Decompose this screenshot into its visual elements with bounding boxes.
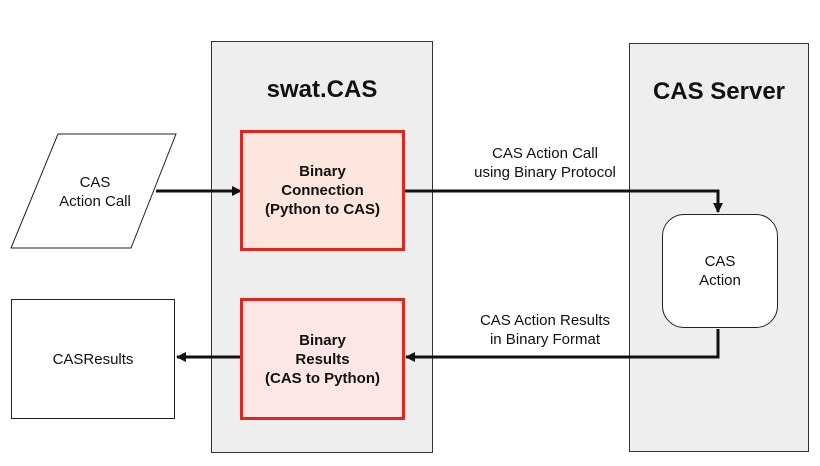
cas-server-title: CAS Server <box>652 78 786 105</box>
swat-cas-title: swat.CAS <box>266 76 378 103</box>
connection-to-action-arrow <box>404 189 723 213</box>
call-edge-label: CAS Action Call using Binary Protocol <box>474 145 616 181</box>
action-to-results-arrow <box>405 329 720 362</box>
binary-connection-box: Binary Connection (Python to CAS) <box>240 130 405 251</box>
action-call-input-label: CAS Action Call <box>59 174 131 210</box>
results-edge-label: CAS Action Results in Binary Format <box>479 312 611 348</box>
casresults-box: CASResults <box>11 299 175 419</box>
binary-results-box: Binary Results (CAS to Python) <box>240 298 405 420</box>
cas-action-box: CAS Action <box>662 214 778 328</box>
action-call-input-shape <box>10 133 177 249</box>
